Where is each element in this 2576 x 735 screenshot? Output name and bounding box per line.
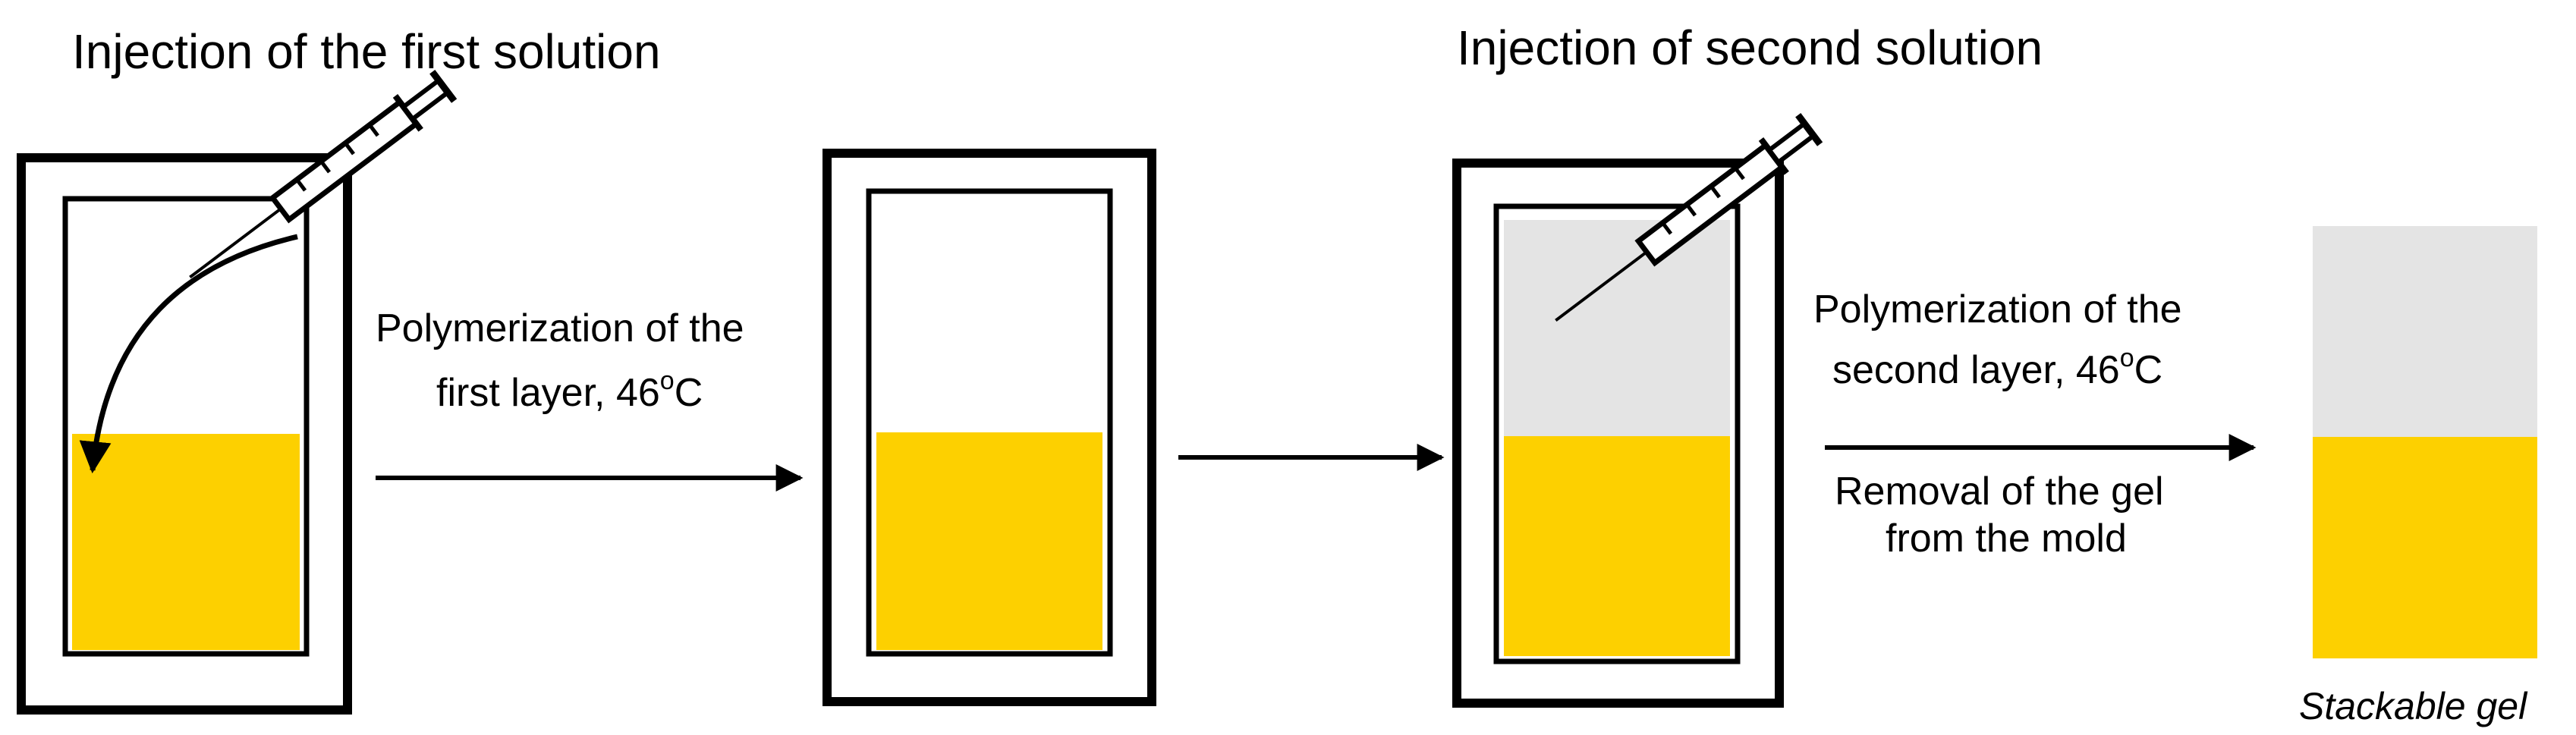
title-second-injection: Injection of second solution <box>1457 20 2043 75</box>
first-layer-solution <box>72 434 300 650</box>
step-removal: Removal of the gel from the mold <box>1835 470 2164 561</box>
stackable-gel: Stackable gel <box>2299 226 2537 727</box>
mold-1 <box>17 70 456 715</box>
mold-2 <box>822 149 1156 706</box>
curved-arrow-icon <box>79 234 298 474</box>
title-first-injection: Injection of the first solution <box>72 24 661 79</box>
removal-line-2: from the mold <box>1886 517 2127 561</box>
step-2-line-2: second layer, 46oC <box>1832 344 2162 392</box>
step-polymerization-second: Polymerization of the second layer, 46oC <box>1813 287 2182 392</box>
removal-line-1: Removal of the gel <box>1835 470 2164 514</box>
step-polymerization-first: Polymerization of the first layer, 46oC <box>376 306 744 415</box>
mold-3 <box>1452 113 1822 708</box>
step-2-line-1: Polymerization of the <box>1813 287 2182 331</box>
degree-symbol: o <box>660 366 675 395</box>
second-layer-solution <box>1504 220 1730 436</box>
polymerized-first-layer <box>876 432 1102 650</box>
degree-symbol: o <box>2120 344 2134 372</box>
stackable-gel-second-layer <box>2313 226 2537 437</box>
stackable-gel-caption: Stackable gel <box>2299 685 2528 727</box>
first-layer-gel <box>1504 436 1730 656</box>
celsius-symbol: C <box>675 371 703 415</box>
celsius-symbol: C <box>2134 348 2163 392</box>
step-1-line-1: Polymerization of the <box>376 306 744 350</box>
step-2-line-2-text: second layer, 46 <box>1832 348 2120 392</box>
stackable-gel-first-layer <box>2313 437 2537 658</box>
step-1-line-2-text: first layer, 46 <box>436 371 660 415</box>
step-1-line-2: first layer, 46oC <box>436 366 703 415</box>
